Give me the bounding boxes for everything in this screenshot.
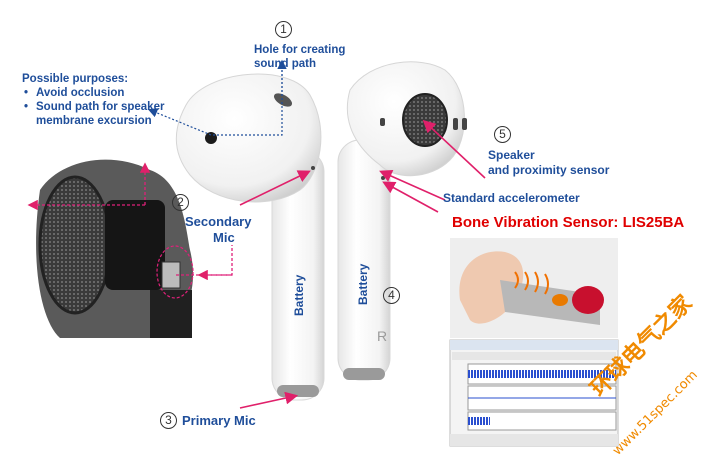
purpose-item: Avoid occlusion [22,86,164,100]
primary-mic-label: Primary Mic [182,413,256,428]
xray-dashed-arrows [27,162,233,281]
xray-earbud-image [36,159,194,338]
battery-right-label: Battery [356,263,370,305]
leader-lines [147,59,486,409]
marker-1: 1 [275,20,292,38]
marker-2: 2 [172,193,189,211]
marker-4: 4 [383,286,400,304]
bone-conduction-illustration [450,238,618,338]
purpose-item: Sound path for speaker [22,100,164,114]
audio-waveform-screenshot [449,339,619,447]
stem-r-mark: R [377,328,388,344]
watermark: 环球电气之家 www.51spec.com [586,291,726,459]
battery-left-label: Battery [292,274,306,316]
left-earbud [175,73,325,401]
possible-purposes-label: Possible purposes: Avoid occlusion Sound… [22,72,164,128]
marker-5: 5 [494,125,511,143]
right-earbud [337,61,467,381]
marker-3: 3 [160,411,177,429]
accelerometer-label: Standard accelerometer [443,191,580,205]
bone-sensor-title: Bone Vibration Sensor: LIS25BA [452,214,685,231]
